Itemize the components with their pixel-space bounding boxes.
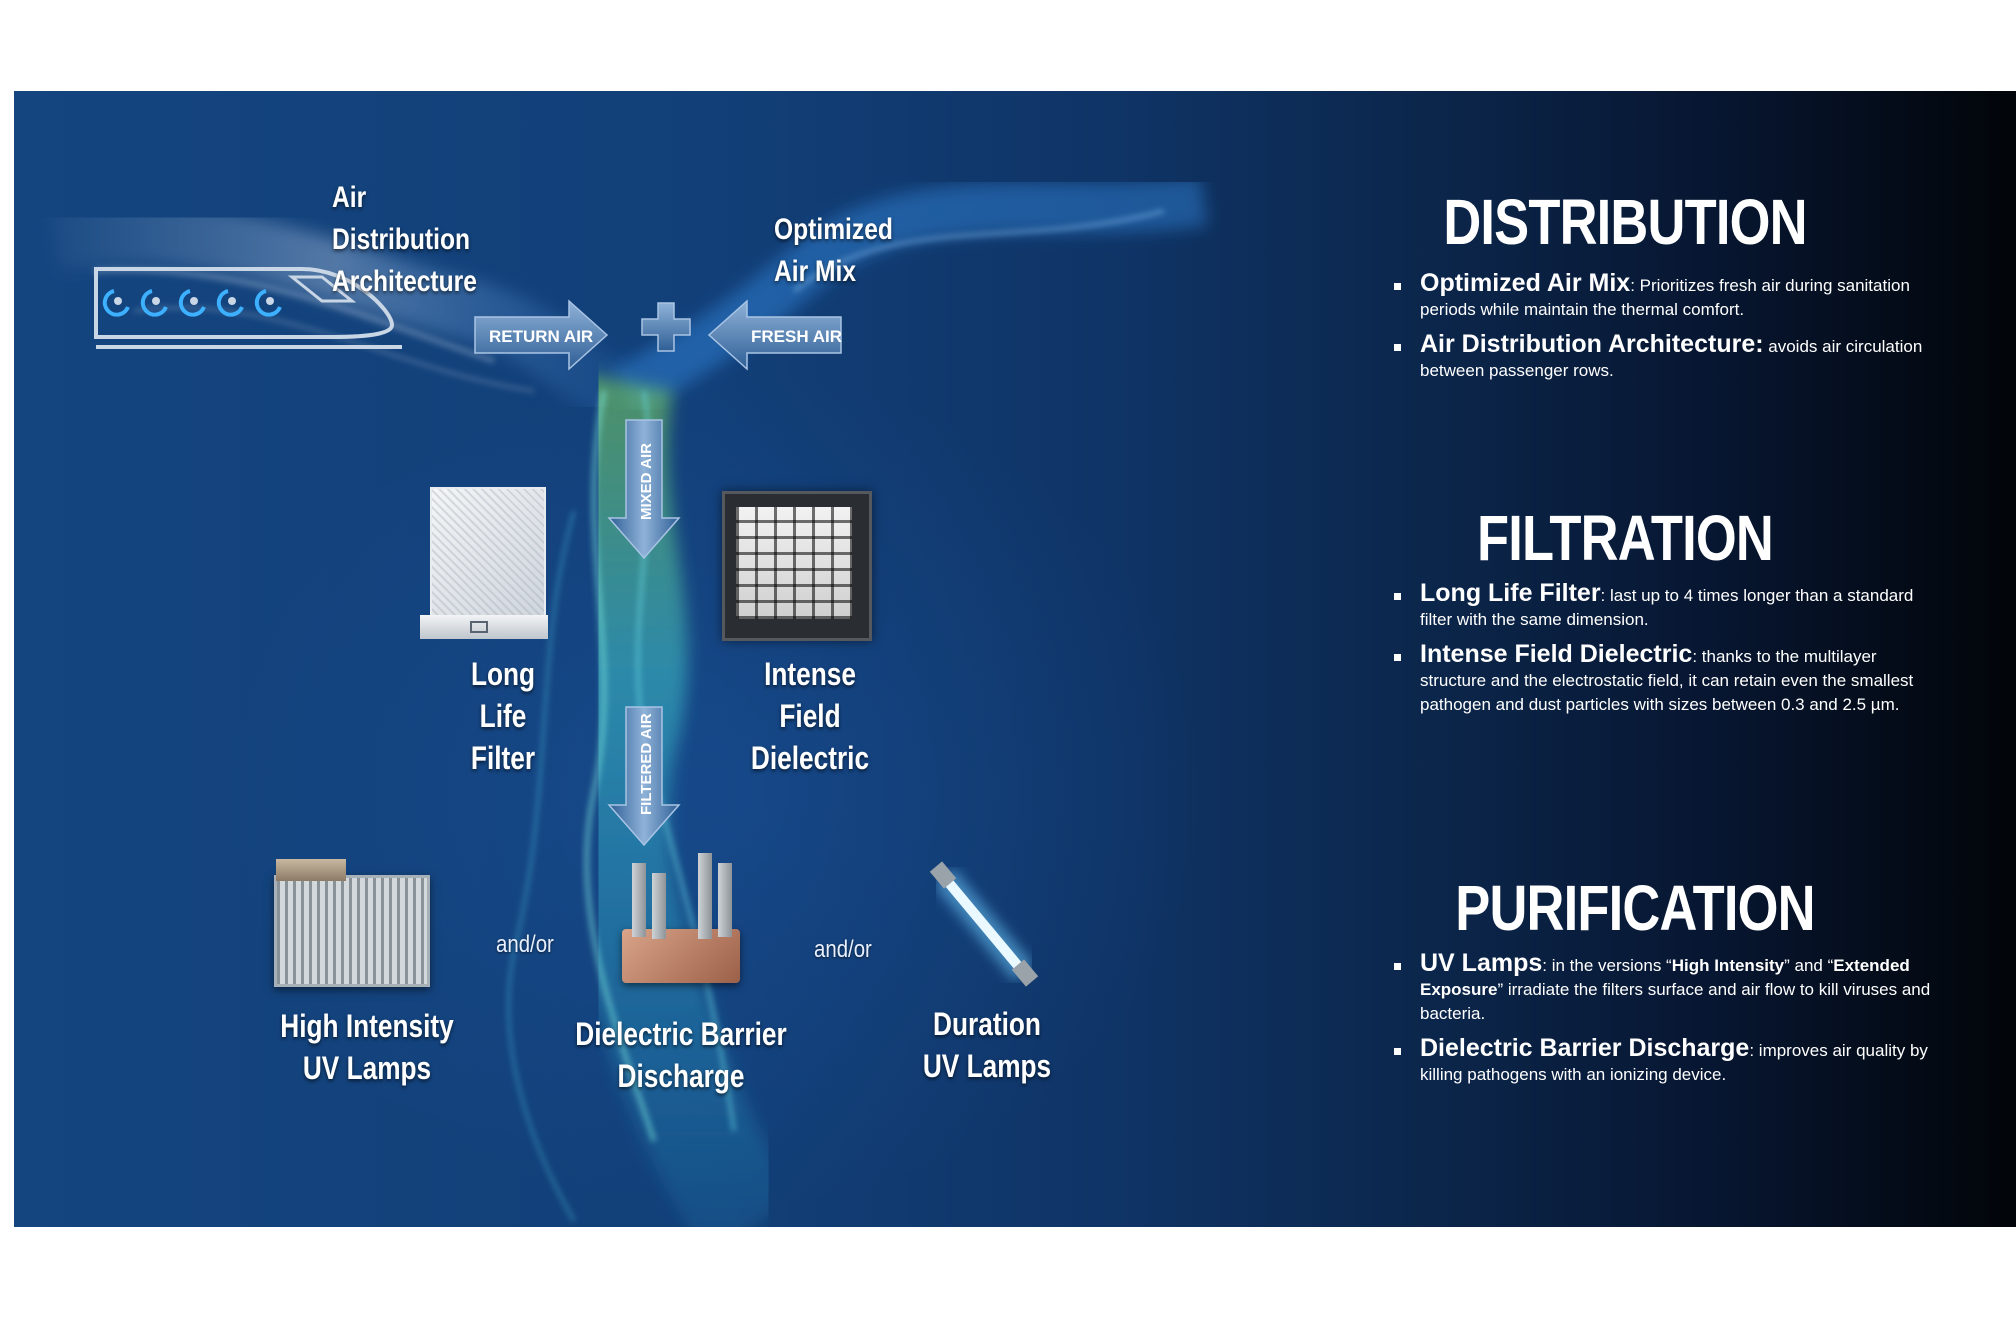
mixed-air-arrow: MIXED AIR: [607, 419, 681, 560]
label-optimized-air-mix: Optimized Air Mix: [774, 213, 893, 288]
plus-icon: [641, 302, 691, 352]
dielectric-barrier-discharge-image: [618, 853, 748, 989]
distribution-list: Optimized Air Mix: Prioritizes fresh air…: [1394, 271, 1934, 393]
purification-title: PURIFICATION: [1455, 872, 1815, 944]
intense-field-dielectric-image: [714, 485, 874, 645]
fresh-air-label: FRESH AIR: [751, 327, 842, 346]
diagram-panel: Air Distribution Architecture Optimized …: [14, 91, 2016, 1227]
list-item: Intense Field Dielectric: thanks to the …: [1394, 642, 1934, 717]
return-air-label: RETURN AIR: [489, 327, 593, 346]
fresh-air-arrow: [707, 299, 842, 371]
return-air-arrow: [474, 299, 609, 371]
list-item: Long Life Filter: last up to 4 times lon…: [1394, 581, 1934, 632]
mix-arrows: RETURN AIR FRESH AIR: [474, 299, 842, 371]
train-icon: [94, 267, 402, 349]
list-item: UV Lamps: in the versions “High Intensit…: [1394, 951, 1934, 1026]
distribution-title: DISTRIBUTION: [1443, 186, 1807, 258]
filtration-title: FILTRATION: [1477, 502, 1774, 574]
andor-right: and/or: [814, 936, 872, 963]
list-item: Air Distribution Architecture: avoids ai…: [1394, 332, 1934, 383]
list-item: Optimized Air Mix: Prioritizes fresh air…: [1394, 271, 1934, 322]
filtered-air-label: FILTERED AIR: [638, 713, 655, 815]
list-item: Dielectric Barrier Discharge: improves a…: [1394, 1036, 1934, 1087]
label-air-distribution: Air Distribution Architecture: [332, 181, 477, 298]
label-duration-uv-lamps: Duration UV Lamps: [922, 1006, 1052, 1084]
andor-left: and/or: [496, 931, 554, 958]
mixed-air-label: MIXED AIR: [638, 443, 655, 520]
filtered-air-arrow: FILTERED AIR: [607, 706, 681, 847]
label-dielectric-barrier-discharge: Dielectric Barrier Discharge: [575, 1016, 787, 1094]
long-life-filter-image: [420, 487, 550, 643]
high-intensity-uv-lamps-image: [262, 859, 442, 989]
purification-list: UV Lamps: in the versions “High Intensit…: [1394, 951, 1934, 1097]
label-intense-field-dielectric: Intense Field Dielectric: [750, 656, 870, 776]
duration-uv-lamp-image: [929, 861, 1039, 987]
label-long-life-filter: Long Life Filter: [470, 656, 536, 776]
label-high-intensity-uv-lamps: High Intensity UV Lamps: [280, 1008, 454, 1086]
filtration-list: Long Life Filter: last up to 4 times lon…: [1394, 581, 1934, 727]
airflow-background: [48, 176, 1208, 1227]
